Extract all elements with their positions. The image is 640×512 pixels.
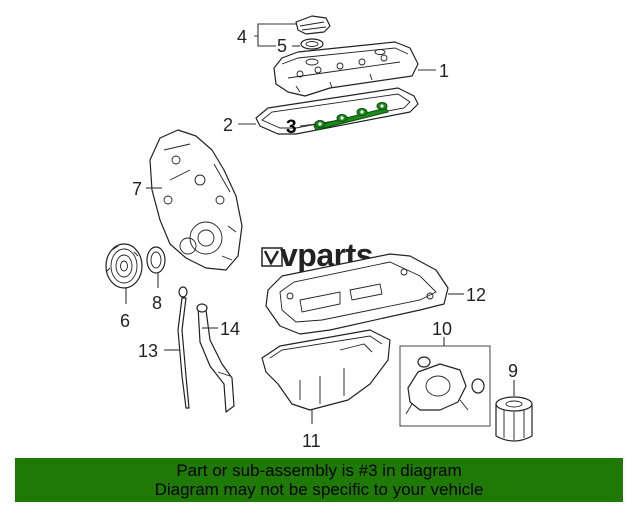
banner-line-2: Diagram may not be specific to your vehi… xyxy=(154,480,484,499)
callout-14: 14 xyxy=(202,319,240,339)
callout-8: 8 xyxy=(152,273,162,313)
callout-5-label: 5 xyxy=(277,36,287,56)
part-7-timing-chain-cover[interactable] xyxy=(149,129,243,271)
callout-2-label: 2 xyxy=(223,115,233,135)
callout-14-label: 14 xyxy=(220,319,240,339)
banner-line-1: Part or sub-assembly is #3 in diagram xyxy=(176,461,462,480)
callout-3: 3 xyxy=(286,117,317,138)
part-11-lower-oil-pan[interactable] xyxy=(261,329,391,411)
callout-3-label: 3 xyxy=(286,117,297,138)
callout-13-label: 13 xyxy=(138,341,158,361)
callout-9: 9 xyxy=(508,361,518,396)
callout-6: 6 xyxy=(120,288,130,331)
part-14-dipstick-guide[interactable] xyxy=(196,303,235,413)
part-8-crankshaft-seal[interactable] xyxy=(146,246,166,274)
callout-13: 13 xyxy=(138,341,180,361)
callout-12-label: 12 xyxy=(466,285,486,305)
part-5-cap-gasket[interactable] xyxy=(300,38,324,50)
part-3-spark-plug-tube-gasket-set[interactable] xyxy=(313,102,389,131)
callout-11-label: 11 xyxy=(302,431,321,451)
callout-4-label: 4 xyxy=(237,27,247,47)
callout-10-label: 10 xyxy=(432,319,452,339)
callout-4-5-bracket xyxy=(254,23,300,47)
callout-9-label: 9 xyxy=(508,361,518,381)
part-4-oil-filler-cap[interactable] xyxy=(295,15,331,35)
callout-2: 2 xyxy=(223,115,256,135)
callout-7-label: 7 xyxy=(132,179,142,199)
part-1-valve-cover[interactable] xyxy=(273,41,419,97)
callout-11: 11 xyxy=(302,410,321,451)
part-info-banner: Part or sub-assembly is #3 in diagram Di… xyxy=(15,458,623,502)
part-9-oil-filter[interactable] xyxy=(495,396,533,442)
callout-7: 7 xyxy=(132,179,162,199)
callout-1: 1 xyxy=(418,61,449,81)
callout-12: 12 xyxy=(448,285,486,305)
exploded-parts-diagram: 1 4 5 2 3 xyxy=(105,15,533,451)
callout-1-label: 1 xyxy=(439,61,449,81)
callout-6-label: 6 xyxy=(120,311,130,331)
part-12-upper-oil-pan[interactable] xyxy=(265,253,449,335)
part-13-oil-dipstick[interactable] xyxy=(177,286,190,409)
part-6-crankshaft-pulley[interactable] xyxy=(105,243,143,289)
callout-8-label: 8 xyxy=(152,293,162,313)
part-10-oil-filter-bracket-assembly[interactable] xyxy=(399,345,491,427)
callout-10: 10 xyxy=(432,319,452,346)
part-2-valve-cover-gasket[interactable] xyxy=(255,87,419,135)
